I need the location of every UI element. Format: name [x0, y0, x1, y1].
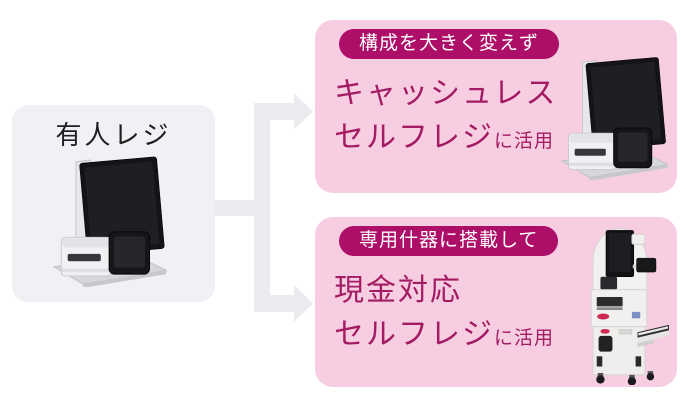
option-box-cash-self-checkout: 専用什器に搭載して 現金対応 セルフレジに活用	[315, 217, 677, 387]
option-badge: 構成を大きく変えず	[339, 29, 560, 59]
option-title-suffix: に活用	[494, 328, 555, 349]
option-title: キャッシュレス セルフレジに活用	[334, 72, 557, 164]
source-box-manned-register: 有人レジ	[12, 105, 215, 302]
source-box-label: 有人レジ	[55, 120, 172, 150]
arrow-top-head	[294, 93, 313, 130]
option-title: 現金対応 セルフレジに活用	[334, 269, 554, 361]
option-box-cashless-self-checkout: 構成を大きく変えず キャッシュレス セルフレジに活用	[315, 20, 677, 193]
option-badge: 専用什器に搭載して	[339, 226, 559, 256]
arrow-vertical-bar	[254, 103, 270, 312]
cash-self-checkout-kiosk-image	[578, 223, 671, 385]
arrow-stub	[215, 200, 263, 216]
branch-arrows	[215, 93, 313, 322]
option-title-line2: セルフレジに活用	[334, 121, 555, 154]
option-title-suffix: に活用	[494, 131, 555, 152]
option-title-line1: キャッシュレス	[334, 77, 558, 110]
cashless-pos-terminal-image	[558, 50, 671, 180]
option-title-line2: セルフレジに活用	[334, 318, 555, 351]
arrow-bottom-head	[294, 285, 313, 322]
option-title-line1: 現金対応	[334, 274, 462, 307]
manned-pos-terminal-image	[50, 149, 170, 287]
arrow-top-arm	[254, 103, 296, 120]
arrow-bottom-arm	[254, 295, 296, 312]
